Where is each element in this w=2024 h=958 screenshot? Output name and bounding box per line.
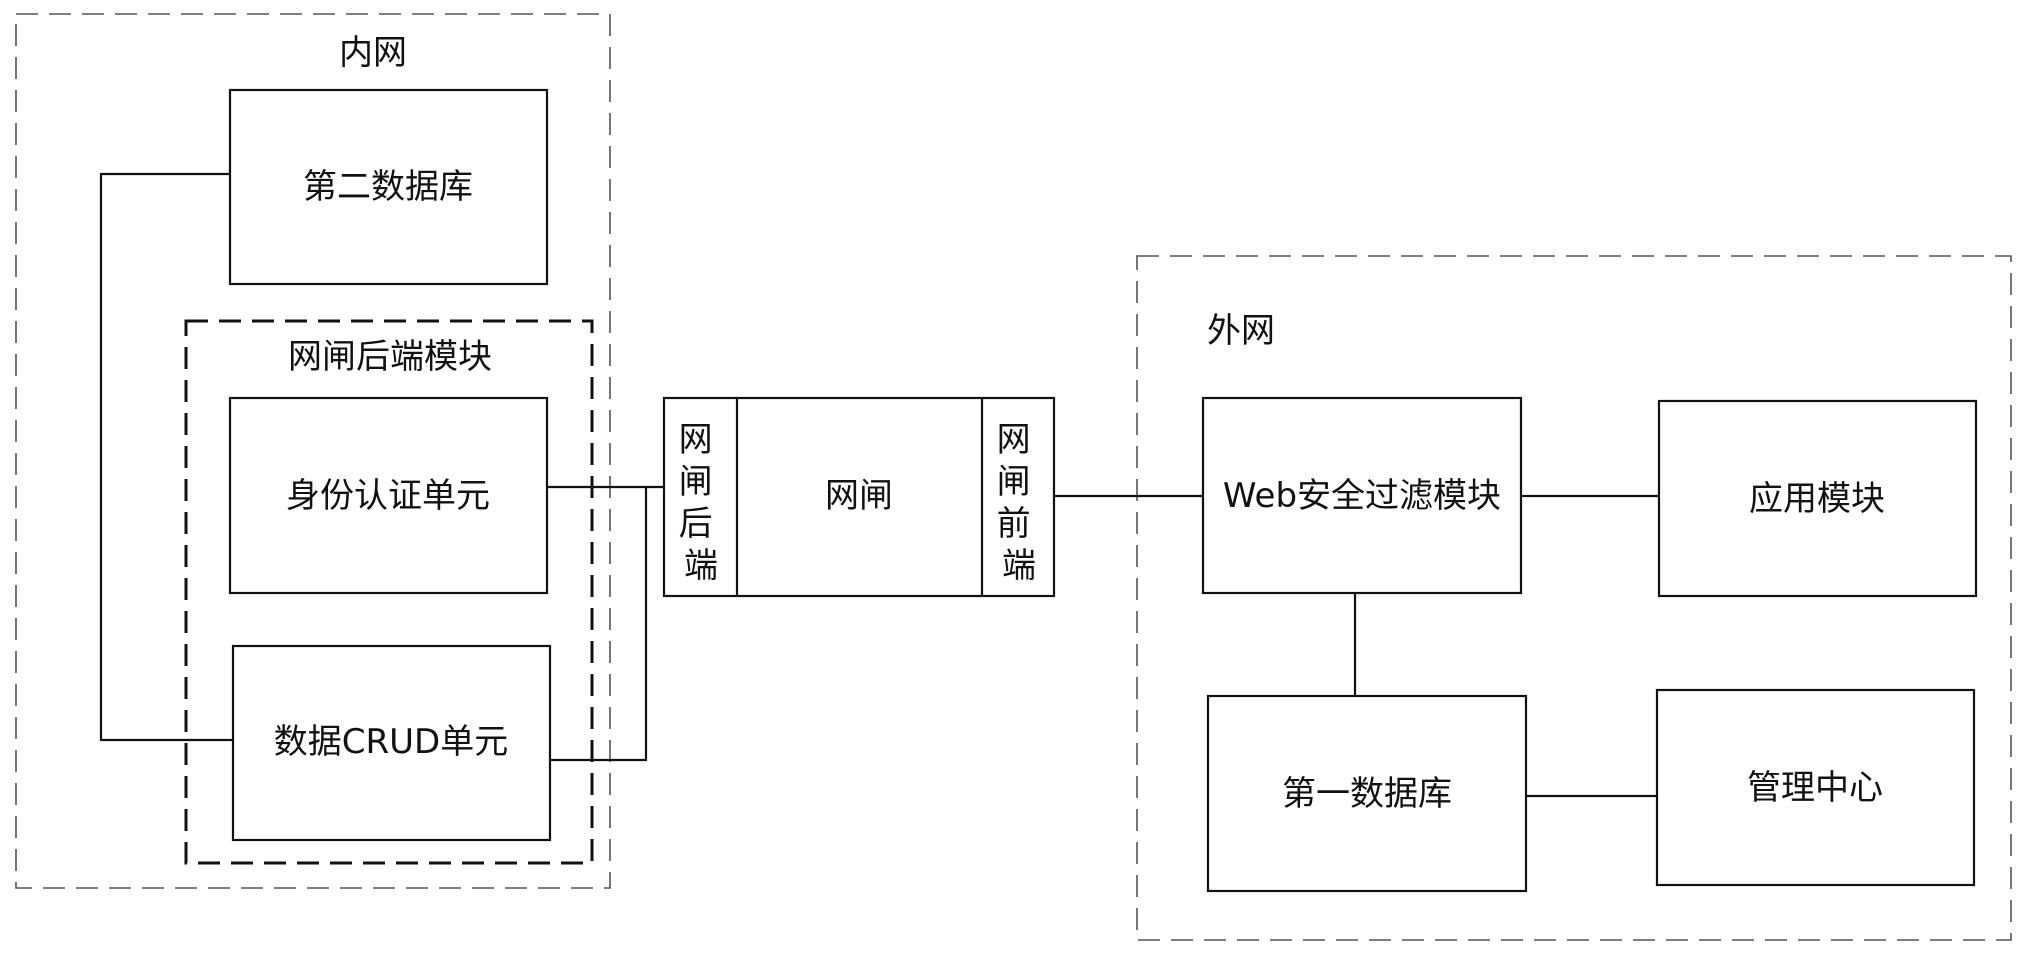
gateway-backend-char: 闸: [679, 462, 713, 502]
auth-unit-label: 身份认证单元: [286, 476, 490, 516]
gateway-backend-module-label: 网闸后端模块: [288, 337, 492, 377]
app-module-box: [1657, 399, 1978, 598]
extranet-label: 外网: [1207, 311, 1275, 351]
gateway-backend-char: 网: [679, 420, 713, 460]
first-database-box: [1206, 694, 1528, 893]
app-module-label: 应用模块: [1749, 479, 1885, 519]
gateway-backend-char: 后: [679, 504, 713, 544]
gateway-backend-label: 网 闸 后 端: [679, 420, 724, 586]
first-database-label: 第一数据库: [1282, 774, 1452, 814]
web-filter-label: Web安全过滤模块: [1223, 476, 1501, 516]
management-center-box: [1655, 688, 1976, 887]
crud-unit-label: 数据CRUD单元: [274, 722, 508, 762]
gateway-frontend-label: 网 闸 前 端: [997, 420, 1042, 586]
second-database-label: 第二数据库: [303, 167, 473, 207]
gateway-frontend-char: 闸: [997, 462, 1031, 502]
gateway-frontend-char: 前: [997, 504, 1031, 544]
gateway-frontend-char: 端: [1002, 546, 1036, 586]
gateway-label: 网闸: [825, 476, 893, 516]
intranet-label: 内网: [339, 33, 407, 73]
gateway-backend-char: 端: [684, 546, 718, 586]
connector-crud-to-gateway: [550, 487, 648, 762]
extranet-zone: [1136, 255, 2012, 941]
gateway-frontend-char: 网: [997, 420, 1031, 460]
intranet-zone: [15, 13, 611, 889]
web-filter-box: [1201, 396, 1523, 595]
auth-unit-box: [228, 396, 549, 595]
crud-unit-box: [231, 644, 552, 842]
gateway-backend-module-frame: [184, 319, 594, 865]
connector-second-db-to-crud: [99, 172, 233, 742]
second-database-box: [228, 88, 549, 286]
management-center-label: 管理中心: [1747, 768, 1883, 808]
gateway-box: [662, 396, 1056, 598]
